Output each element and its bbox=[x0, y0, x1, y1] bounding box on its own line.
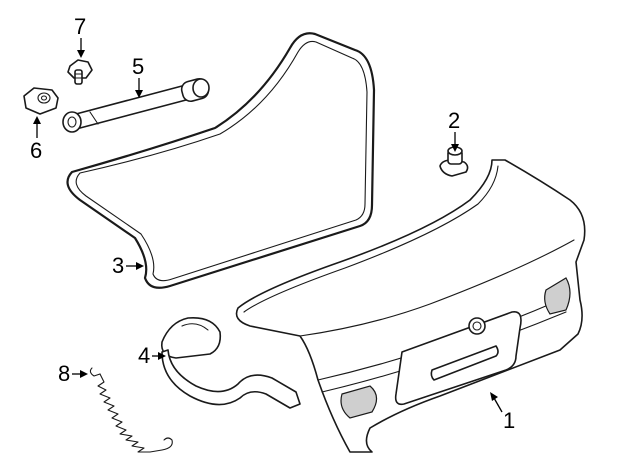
torsion-spring bbox=[89, 367, 173, 453]
bracket bbox=[23, 87, 59, 115]
callout-5-number: 5 bbox=[132, 54, 144, 79]
callout-2-number: 2 bbox=[448, 108, 460, 133]
trunk-lid bbox=[235, 159, 586, 453]
weatherstrip bbox=[66, 32, 376, 289]
callout-4: 4 bbox=[138, 343, 166, 368]
callout-7-number: 7 bbox=[74, 14, 86, 39]
callout-3: 3 bbox=[112, 253, 144, 278]
callout-6: 6 bbox=[30, 116, 42, 163]
lift-support bbox=[62, 77, 210, 133]
hinge bbox=[160, 316, 301, 409]
callout-3-number: 3 bbox=[112, 253, 124, 278]
callout-5: 5 bbox=[132, 54, 144, 98]
bumper-stop bbox=[439, 146, 469, 177]
callout-1-number: 1 bbox=[503, 408, 515, 433]
callout-8: 8 bbox=[58, 361, 88, 386]
callout-4-number: 4 bbox=[138, 343, 150, 368]
callout-8-number: 8 bbox=[58, 361, 70, 386]
bolt bbox=[67, 59, 93, 85]
callout-6-number: 6 bbox=[30, 138, 42, 163]
callout-2: 2 bbox=[448, 108, 460, 152]
callout-7: 7 bbox=[74, 14, 86, 58]
callout-1: 1 bbox=[490, 392, 515, 433]
